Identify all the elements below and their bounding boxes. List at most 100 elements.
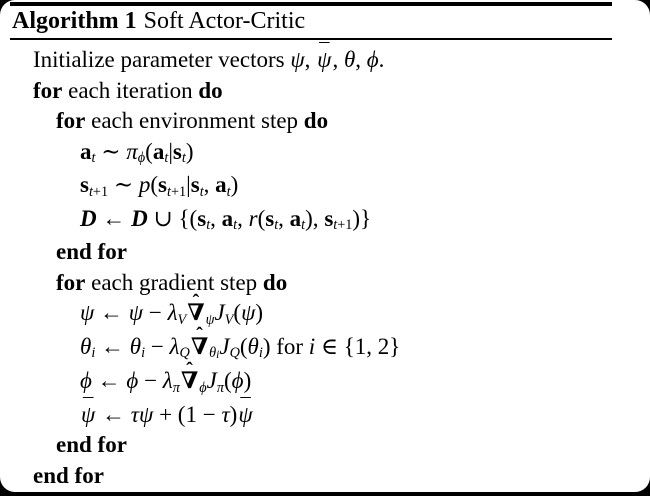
math-run: for [56,269,86,295]
accented-symbol: ∇ˆ [180,360,199,397]
math-run: t [199,183,204,200]
math-run: λ [162,368,173,393]
math-run: t [274,217,279,234]
math-run: end for [56,239,127,264]
math-run: ψ [128,300,144,325]
math-run: i [258,345,263,362]
math-run: ϕ [137,150,146,167]
math-run: − [138,368,163,393]
math-run: ψ [241,300,256,325]
math-run: ψ [290,47,305,72]
math-run: each environment step [85,108,304,133]
math-run: t [88,183,93,200]
math-run: − [145,333,170,359]
math-run: λ [167,300,178,325]
algorithm-name: Soft Actor-Critic [143,8,306,34]
math-run: − [143,300,168,325]
math-run: a [80,138,92,164]
math-run: θ [129,333,142,359]
math-run: ) [185,138,194,164]
math-run: s [324,205,334,231]
math-run: +1 [337,217,353,234]
math-run: s [80,172,89,197]
math-run: end for [33,462,104,488]
math-run: ( [223,368,232,393]
math-run: ( [257,205,266,231]
math-run: J [206,368,217,393]
math-run: each iteration [62,77,199,103]
algorithm-line: end for [33,461,612,492]
math-run: ← [96,205,132,231]
math-run: t [333,217,338,234]
math-run: θ [343,47,356,72]
math-run: τ [221,401,230,427]
math-run: a [152,138,165,164]
algorithm-line: ψ¯ ← τψ + (1 − τ)ψ¯ [33,395,612,431]
accent-mark: ¯ [240,395,251,418]
math-run: ∈ {1, 2} [315,333,401,359]
accent-mark: ¯ [82,395,94,418]
math-run: a [215,172,227,197]
math-run: J [214,300,225,325]
math-run: ← [91,368,127,393]
math-run: ϕ [366,47,379,72]
math-run: ( [233,300,242,325]
math-run: s [265,205,275,231]
math-run: , [203,172,216,197]
math-run: π [216,379,224,396]
math-run: , [210,205,222,231]
math-run: ( [145,138,153,164]
math-run: for [33,77,63,103]
math-run: p [138,172,151,197]
algorithm-line: st+1 ∼ p(st+1|st, at) [33,170,612,204]
math-run: t [91,150,96,167]
math-run: , [355,47,367,72]
math-run: ∼ [108,172,139,197]
math-run: do [198,77,223,103]
math-run: ψ [317,47,332,72]
math-run: V [224,311,234,328]
math-run: π [126,138,138,164]
accent-mark: ˆ [192,291,200,313]
math-run: t [181,150,186,167]
math-run: , [237,205,249,231]
math-run: ) [243,368,252,393]
algorithm-line: for each gradient step do [33,268,612,299]
math-run: λ [169,333,180,359]
math-run: t [167,183,171,200]
algorithm-line: Initialize parameter vectors ψ, ψ¯, θ, ϕ… [33,42,612,76]
math-run: ∪ {( [147,205,198,231]
math-run: ∇ [180,368,199,393]
math-run: ψ [139,401,154,427]
math-run: i [91,345,96,362]
math-run: V [177,311,187,328]
math-run: , [278,205,290,231]
math-run: ) [230,172,239,197]
math-run: ϕ [199,379,207,396]
algorithm-line: for each iteration do [33,76,612,107]
math-run: t [206,217,211,234]
math-run: θ [247,333,259,359]
accented-symbol: ψ¯ [238,395,252,431]
math-run: | [168,138,173,164]
accented-symbol: ∇ˆ [190,326,209,363]
math-run: s [190,172,200,197]
algorithm-line: D ← D ∪ {(st, at, r(st, at), st+1)} [33,204,612,238]
math-run: ← [94,300,129,325]
math-run: end for [56,432,127,457]
math-run: t [301,217,306,234]
math-run: ∇ [190,333,209,359]
math-run: J [219,333,230,359]
math-run: )} [352,205,372,231]
math-run: do [303,108,329,133]
accented-symbol: ψ¯ [81,395,95,431]
math-run: +1 [92,183,109,200]
math-run: , [332,47,344,72]
math-run: θ [80,333,92,359]
algorithm-line: end for [33,430,612,461]
math-run: , [304,47,317,72]
